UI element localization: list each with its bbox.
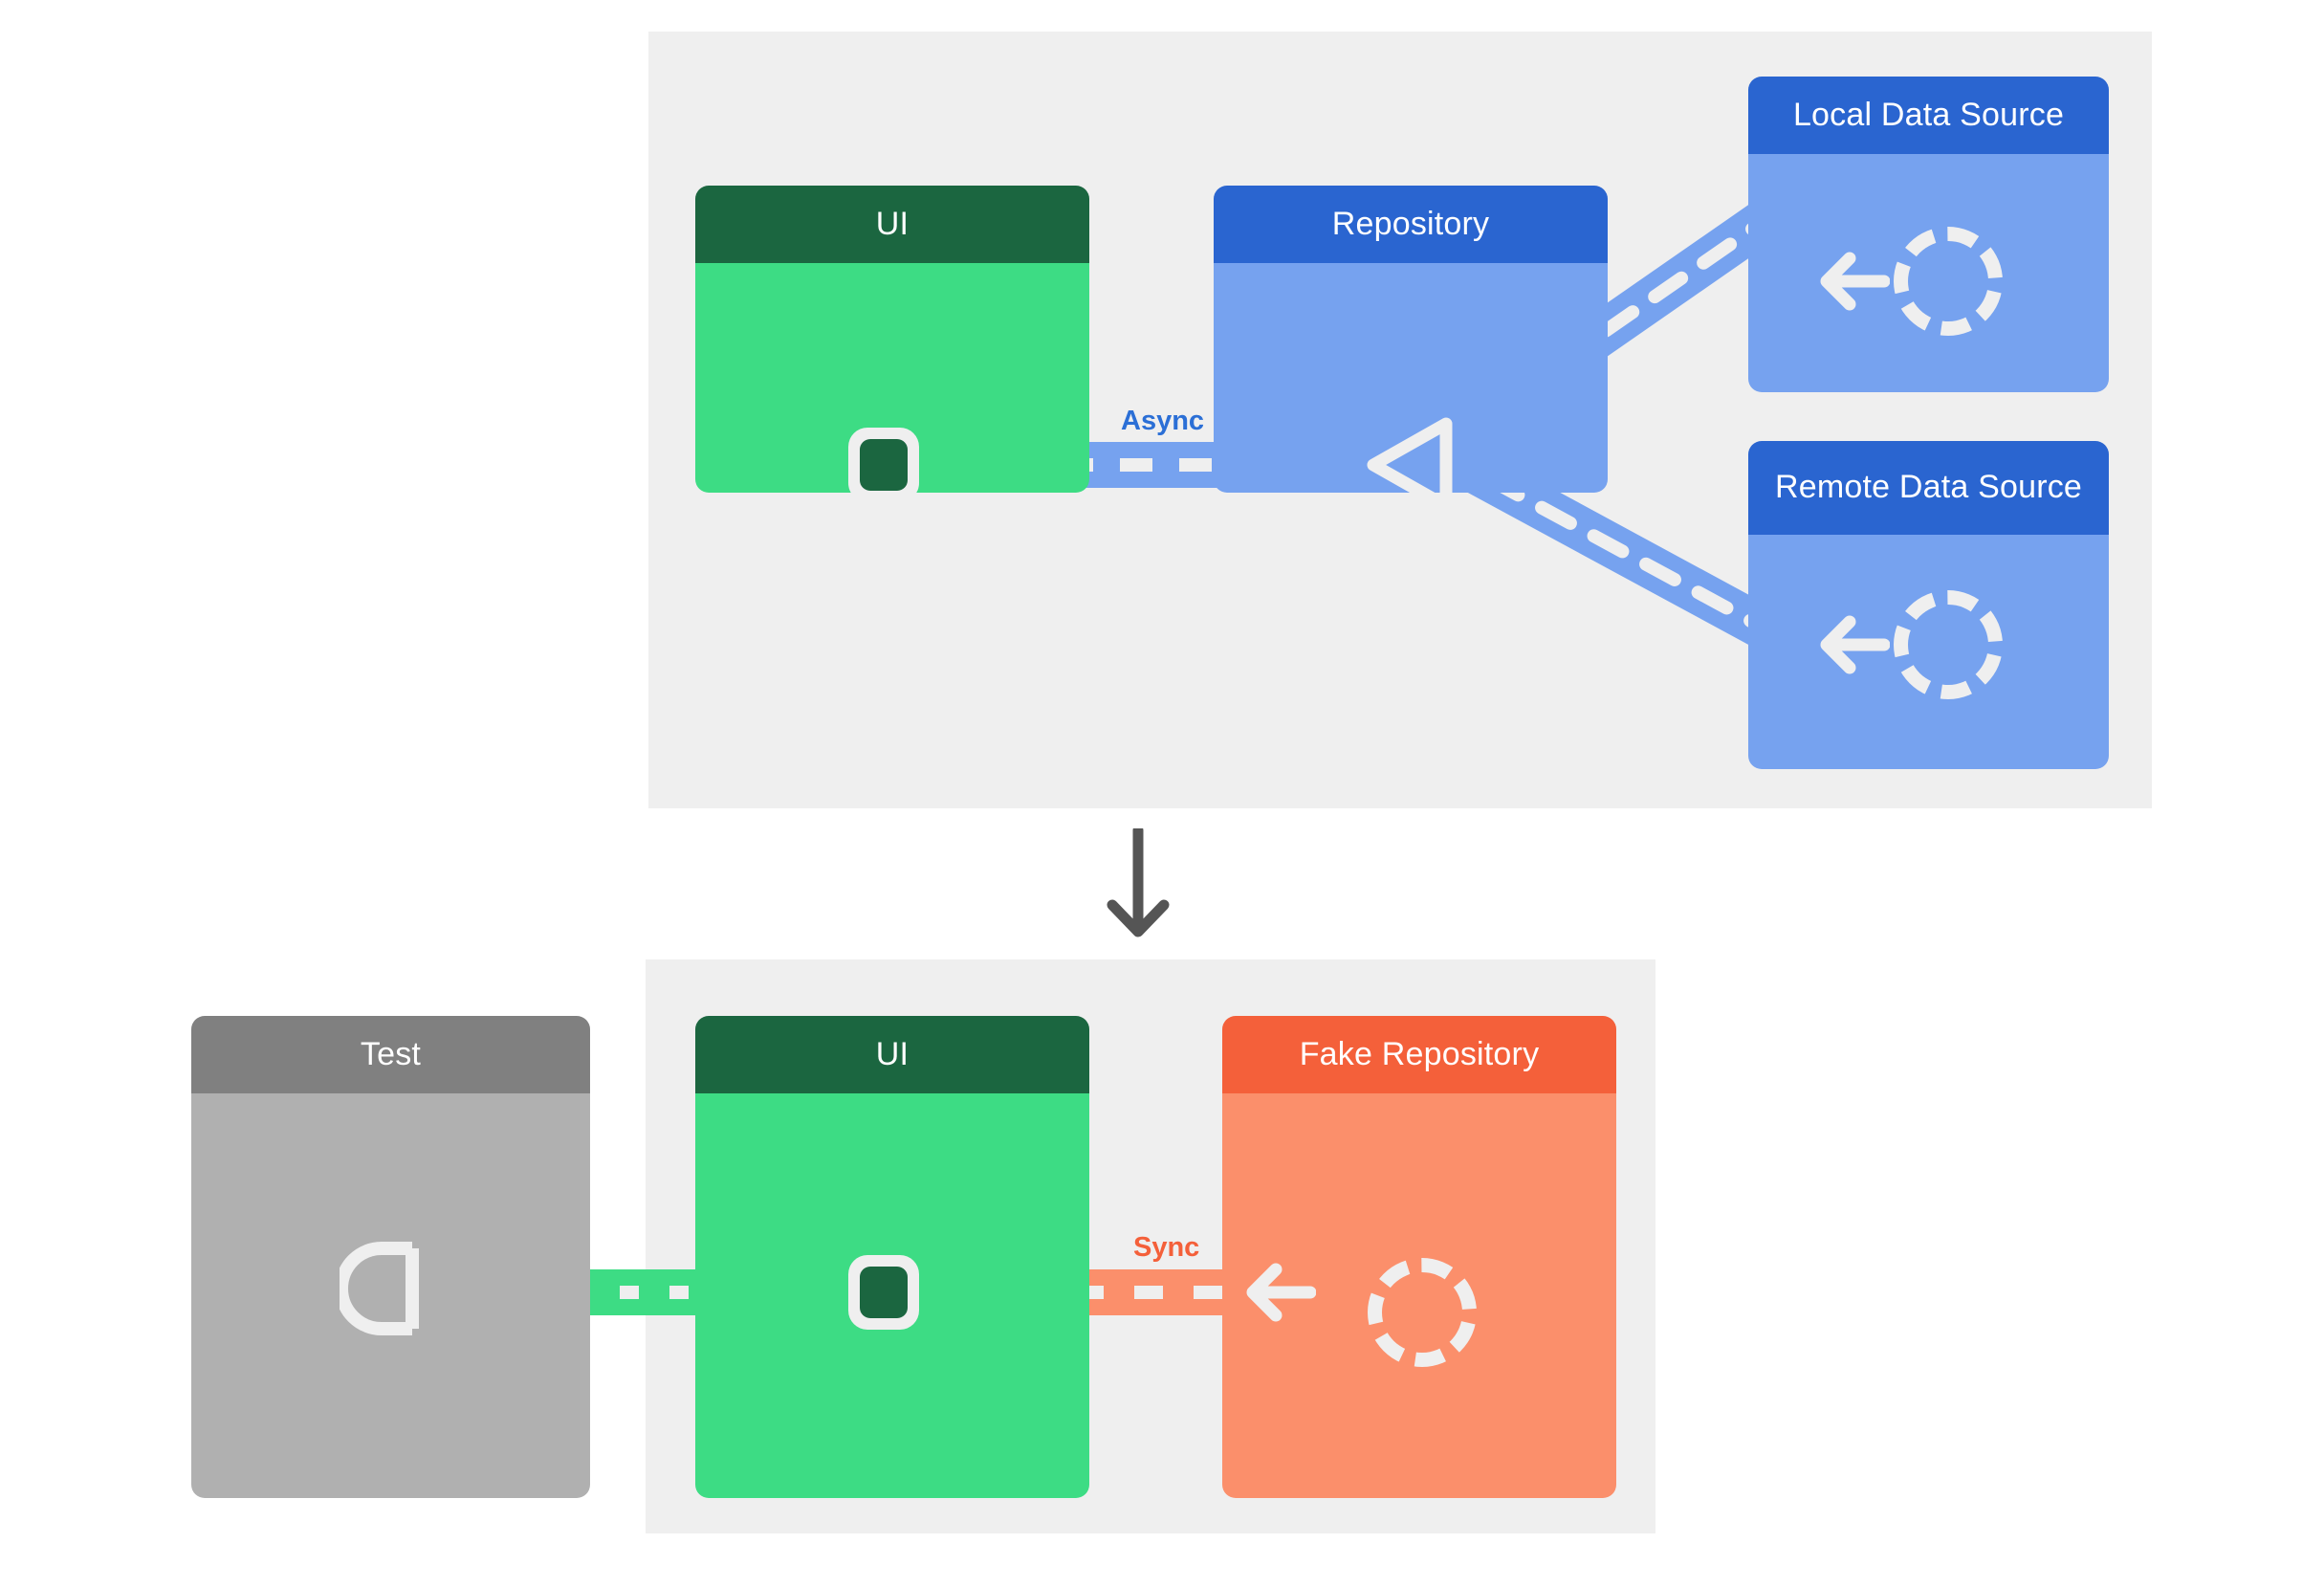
- card-repository[interactable]: Repository: [1214, 186, 1608, 493]
- card-title-remote-data-source: Remote Data Source: [1748, 441, 2109, 535]
- card-title-test: Test: [191, 1016, 590, 1093]
- arrow-left-icon: [1820, 615, 1890, 674]
- port-square-icon: [848, 428, 919, 502]
- edge-label-sync: Sync: [1133, 1232, 1200, 1263]
- card-ui-production[interactable]: UI: [695, 186, 1089, 493]
- dashed-circle-icon: [1894, 227, 2003, 336]
- arrow-left-icon: [1246, 1263, 1316, 1322]
- card-body-repository: [1214, 263, 1608, 493]
- card-title-local-data-source: Local Data Source: [1748, 77, 2109, 154]
- card-title-fake-repository: Fake Repository: [1222, 1016, 1616, 1093]
- arrow-left-icon: [1820, 252, 1890, 311]
- card-title-ui: UI: [695, 1016, 1089, 1093]
- port-square-icon: [848, 1255, 919, 1330]
- arrow-down-icon: [1107, 828, 1170, 937]
- card-body-test: [191, 1093, 590, 1498]
- card-title-ui: UI: [695, 186, 1089, 263]
- dashed-circle-icon: [1368, 1258, 1477, 1367]
- card-test[interactable]: Test: [191, 1016, 590, 1498]
- socket-d-shape-icon: [340, 1242, 419, 1335]
- edge-label-async: Async: [1121, 406, 1205, 436]
- dashed-circle-icon: [1894, 590, 2003, 699]
- triangle-left-icon: [1367, 417, 1453, 513]
- card-title-repository: Repository: [1214, 186, 1608, 263]
- card-remote-data-source[interactable]: Remote Data Source: [1748, 441, 2109, 769]
